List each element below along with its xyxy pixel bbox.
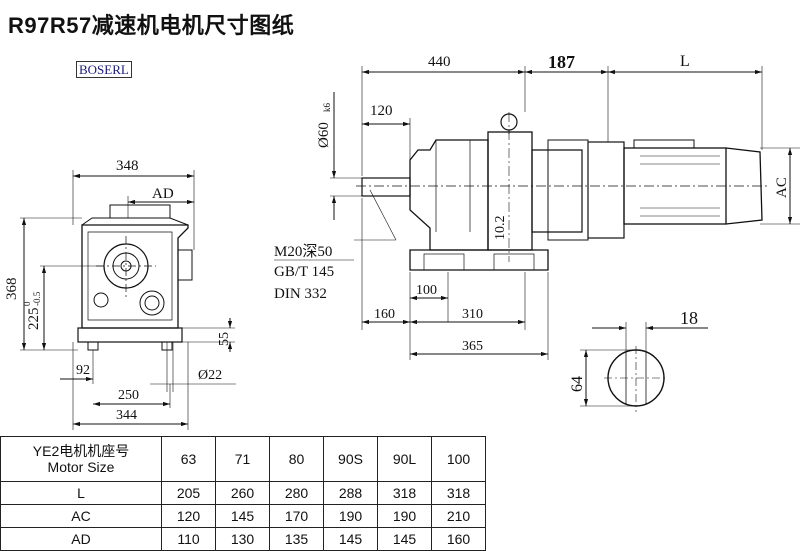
dim-key-width: 18 [680,308,698,328]
row-label: AD [0,527,162,551]
frame-cell: 71 [215,436,270,482]
technical-drawing: 348 AD 368 225 0 -0.5 55 92 Ø22 250 [4,52,800,430]
dim-bolt-span: 250 [118,388,139,403]
dim-100: 100 [416,283,437,298]
dim-key-offset: 10.2 [493,216,508,241]
dim-foot-offset: 92 [76,363,90,378]
dim-total-gearbox: 440 [428,54,451,70]
dim-motor-length: L [680,53,690,70]
table-cell: 288 [323,481,378,505]
dim-310: 310 [462,307,483,322]
table-row: AC 120 145 170 190 190 210 [0,504,486,528]
frame-cell: 80 [269,436,324,482]
front-view: 348 AD 368 225 0 -0.5 55 92 Ø22 250 [4,158,236,430]
table-cell: 160 [431,527,486,551]
dim-shaft-tol-upper: 0 [22,301,32,306]
frame-cell: 100 [431,436,486,482]
table-header-cell: YE2电机机座号 Motor Size [0,436,162,482]
dim-shaft-tol-lower: -0.5 [32,291,42,306]
table-cell: 280 [269,481,324,505]
table-cell: 120 [161,504,216,528]
row-label: L [0,481,162,505]
header-line-en: Motor Size [47,459,115,475]
dim-bolt-hole: Ø22 [198,368,222,383]
table-cell: 318 [431,481,486,505]
dim-365: 365 [462,339,483,354]
dim-ad: AD [152,186,174,202]
table-cell: 145 [377,527,432,551]
dim-width-top: 348 [116,158,139,174]
table-cell: 210 [431,504,486,528]
table-cell: 145 [215,504,270,528]
standard-din: DIN 332 [274,286,327,302]
brand-logo: BOSERL [76,61,132,78]
dim-shaft-length: 120 [370,103,393,119]
frame-cell: 90S [323,436,378,482]
dim-height-total: 368 [4,278,20,301]
dim-foot-height: 55 [217,332,232,346]
motor-spec-table: YE2电机机座号 Motor Size 63 71 80 90S 90L 100… [0,436,486,551]
dim-shaft-diameter: Ø60 [316,122,332,148]
header-line-cn: YE2电机机座号 [32,443,130,459]
table-cell: 130 [215,527,270,551]
page-title: R97R57减速机电机尺寸图纸 [8,13,295,38]
frame-cell: 63 [161,436,216,482]
table-header-row: YE2电机机座号 Motor Size 63 71 80 90S 90L 100 [0,436,486,482]
table-cell: 145 [323,527,378,551]
table-cell: 110 [161,527,216,551]
table-cell: 205 [161,481,216,505]
table-cell: 170 [269,504,324,528]
table-cell: 135 [269,527,324,551]
table-cell: 318 [377,481,432,505]
dim-adapter: 187 [548,52,575,72]
table-cell: 190 [377,504,432,528]
table-row: AD 110 130 135 145 145 160 [0,527,486,551]
table-cell: 190 [323,504,378,528]
dim-160: 160 [374,307,395,322]
dim-base-width: 344 [116,408,137,423]
dim-shaft-fit: k6 [322,103,332,113]
side-view: 440 187 L Ø60 k6 120 AC M20深50 GB/T 145 … [274,52,800,360]
standard-gb: GB/T 145 [274,264,334,280]
dim-key-height: 64 [569,376,586,392]
shaft-section: 18 64 [569,308,708,412]
table-cell: 260 [215,481,270,505]
thread-spec: M20深50 [274,243,332,260]
frame-cell: 90L [377,436,432,482]
row-label: AC [0,504,162,528]
table-row: L 205 260 280 288 318 318 [0,481,486,505]
dim-motor-ac: AC [774,177,790,198]
dim-shaft-height: 225 [26,308,42,331]
